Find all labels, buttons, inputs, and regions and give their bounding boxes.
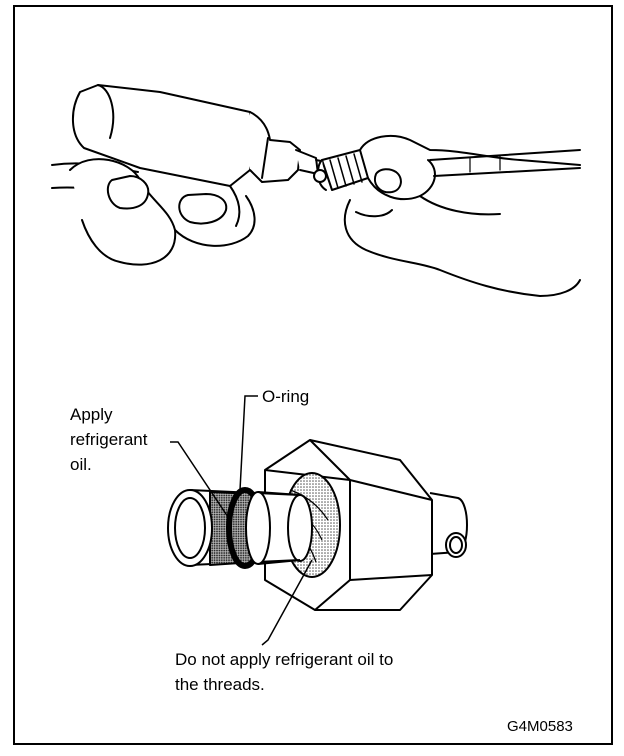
threads-warning-line-1: Do not apply refrigerant oil to	[175, 647, 393, 672]
pipe-oring-nut-illustration	[168, 440, 467, 610]
apply-oil-line-1: Apply	[70, 402, 147, 427]
o-ring-leader	[240, 396, 258, 490]
apply-oil-line-2: refrigerant	[70, 427, 147, 452]
oil-bottle-hands-illustration	[52, 85, 580, 296]
threads-warning-line-2: the threads.	[175, 672, 393, 697]
apply-oil-line-3: oil.	[70, 452, 147, 477]
threads-warning-label: Do not apply refrigerant oil to the thre…	[175, 647, 393, 697]
o-ring-label: O-ring	[262, 384, 309, 409]
figure-code: G4M0583	[507, 714, 573, 739]
apply-oil-label: Apply refrigerant oil.	[70, 402, 147, 477]
